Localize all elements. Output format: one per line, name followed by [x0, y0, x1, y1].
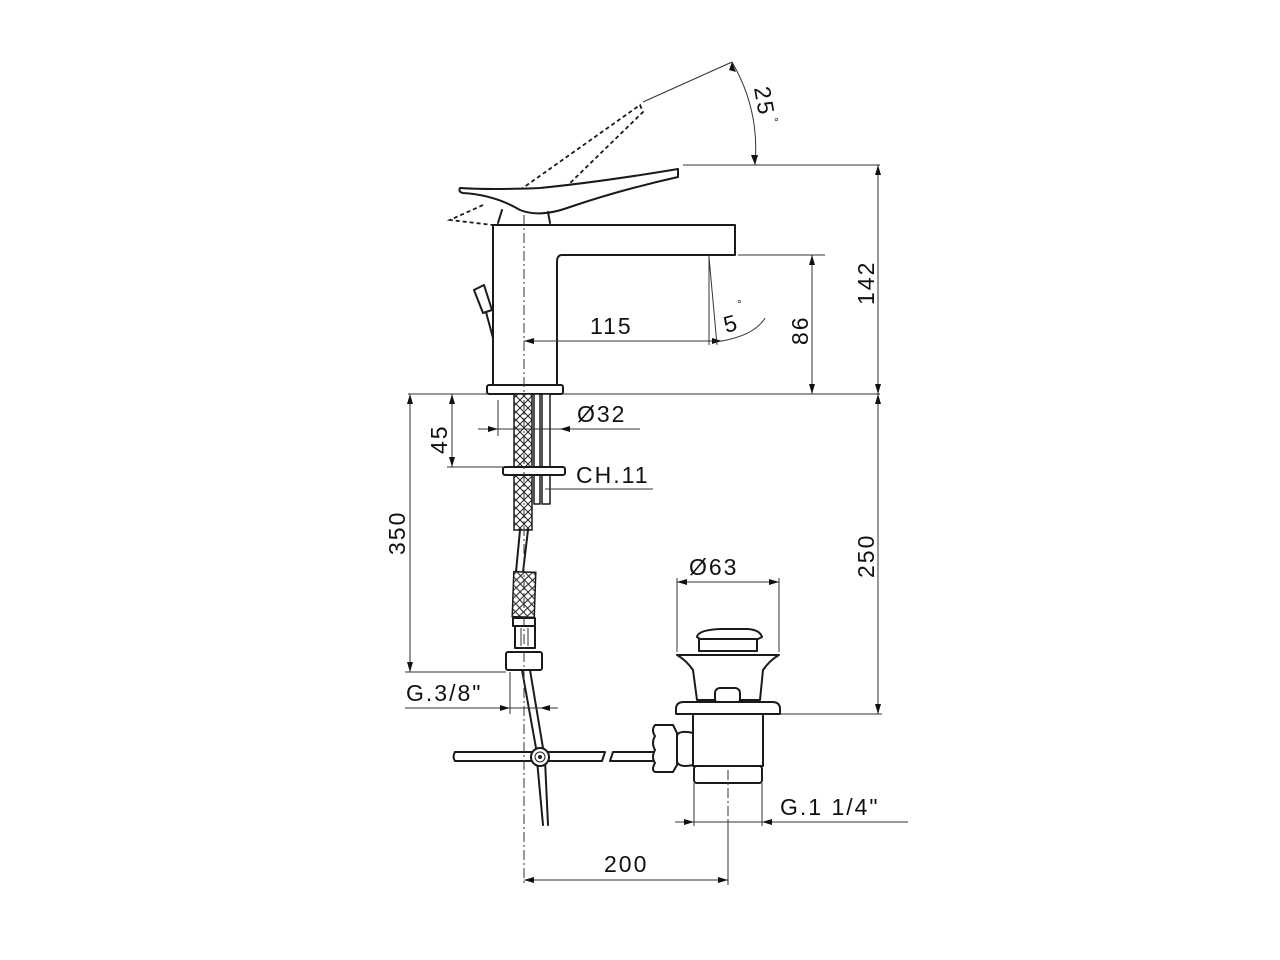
pop-up-waste [652, 628, 781, 830]
spout-height-label: 86 [787, 315, 813, 345]
degree-symbol: ° [737, 297, 742, 311]
shank-length-label: 45 [426, 424, 452, 454]
spout-angle-label: 5 [721, 309, 742, 338]
hose-thread-label: G.3/8" [406, 680, 482, 706]
body-diameter-label: Ø32 [577, 401, 626, 427]
hose-length-dimension: 350 [384, 393, 506, 673]
hose-length-label: 350 [384, 511, 410, 555]
hose-thread-dimension: G.3/8" [405, 672, 558, 714]
spout-reach-dimension: 115 5 ° [524, 255, 766, 346]
height-dimensions: 86 142 [563, 165, 881, 395]
spout-reach-label: 115 [590, 313, 633, 339]
rod-distance-label: 200 [604, 851, 648, 877]
faucet-body [446, 103, 736, 400]
nut-key-label: CH.11 [576, 462, 650, 488]
waste-diameter-label: Ø63 [689, 554, 738, 580]
waste-diameter-dimension: Ø63 [676, 554, 780, 652]
shank-dimensions: Ø32 45 CH.11 [426, 394, 653, 490]
pop-up-rod [452, 400, 661, 885]
degree-symbol: ° [774, 115, 779, 129]
rod-distance-dimension: 200 [524, 820, 729, 885]
lever-angle-dimension: 25 ° [642, 61, 880, 166]
total-height-label: 142 [853, 261, 879, 305]
lever-angle-label: 25 [749, 84, 780, 118]
waste-thread-dimension: G.1 1/4" [675, 783, 908, 826]
waste-depth-dimension: 250 [780, 394, 882, 715]
waste-thread-label: G.1 1/4" [780, 794, 880, 820]
waste-depth-label: 250 [853, 534, 879, 578]
